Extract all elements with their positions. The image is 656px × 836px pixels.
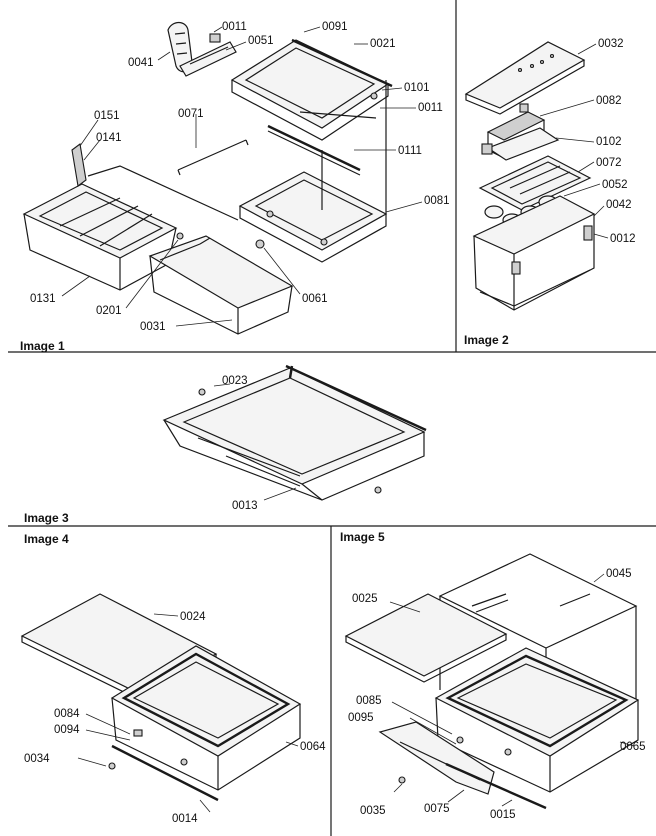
image4-leaders [77, 613, 299, 813]
part-label: 0035 [360, 805, 386, 817]
image5-caption: Image 5 [340, 530, 385, 544]
part-label: 0051 [248, 35, 274, 47]
part-label: 0085 [356, 695, 382, 707]
image2-caption: Image 2 [464, 333, 509, 347]
part-label: 0052 [602, 179, 628, 191]
image5-leaders [389, 573, 635, 807]
part-label: 0131 [30, 293, 56, 305]
part-label: 0024 [180, 611, 206, 623]
panel-dividers [8, 0, 656, 836]
part-label: 0012 [610, 233, 636, 245]
image3-leaders [213, 383, 297, 501]
image1-leaders [61, 26, 423, 327]
part-label: 0084 [54, 708, 80, 720]
part-label: 0061 [302, 293, 328, 305]
image2-illustration [464, 41, 596, 311]
part-label: 0042 [606, 199, 632, 211]
part-label: 0025 [352, 593, 378, 605]
image4-caption: Image 4 [24, 532, 69, 546]
image1-labels: 0011 0091 0021 0041 0051 0101 0011 0151 … [20, 21, 450, 353]
part-label: 0064 [300, 741, 326, 753]
part-label: 0101 [404, 82, 430, 94]
part-label: 0031 [140, 321, 166, 333]
part-label: 0023 [222, 375, 248, 387]
image4-illustration [20, 593, 302, 802]
part-label: 0095 [348, 712, 374, 724]
image3-caption: Image 3 [24, 511, 69, 525]
image4-labels: 0024 0084 0094 0034 0064 0014 Image 4 [24, 532, 326, 825]
part-label: 0034 [24, 753, 50, 765]
part-label: 0045 [606, 568, 632, 580]
part-label: 0032 [598, 38, 624, 50]
part-label: 0015 [490, 809, 516, 821]
part-label: 0021 [370, 38, 396, 50]
image5-labels: 0045 0025 0085 0095 0065 0035 0075 0015 … [340, 530, 646, 821]
part-label: 0014 [172, 813, 198, 825]
part-label: 0111 [398, 145, 422, 157]
part-label: 0072 [596, 157, 622, 169]
part-label: 0041 [128, 57, 154, 69]
part-label: 0201 [96, 305, 122, 317]
part-label: 0151 [94, 110, 120, 122]
part-label: 0102 [596, 136, 622, 148]
part-label: 0071 [178, 108, 204, 120]
part-label: 0082 [596, 95, 622, 107]
image2-labels: 0032 0082 0102 0072 0052 0042 0012 Image… [464, 38, 636, 347]
part-label: 0141 [96, 132, 122, 144]
part-label: 0081 [424, 195, 450, 207]
image5-illustration [344, 553, 640, 810]
part-label: 0011 [418, 102, 443, 114]
part-label: 0065 [620, 741, 646, 753]
image3-labels: 0023 0013 Image 3 [24, 375, 258, 525]
part-label: 0091 [322, 21, 348, 33]
part-label: 0013 [232, 500, 258, 512]
part-label: 0075 [424, 803, 450, 815]
image1-illustration [22, 21, 393, 335]
image1-caption: Image 1 [20, 339, 65, 353]
image3-illustration [162, 364, 427, 501]
part-label: 0094 [54, 724, 80, 736]
image2-leaders [539, 43, 609, 239]
part-label: 0011 [222, 21, 247, 33]
